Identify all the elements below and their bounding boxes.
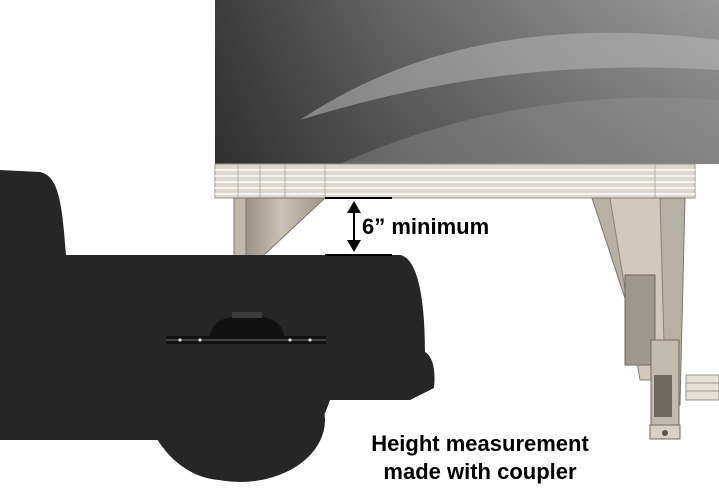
fifth-wheel-hitch (166, 312, 326, 344)
rear-wheel (155, 358, 325, 482)
diagram-caption: Height measurement made with coupler (330, 430, 630, 486)
frame-rail (214, 163, 696, 199)
trailer (214, 0, 719, 440)
trailer-swoosh (300, 32, 719, 120)
height-measurement (325, 197, 392, 256)
minimum-height-label: 6” minimum (362, 214, 490, 239)
landing-gear (591, 197, 719, 440)
caption-line-2: made with coupler (383, 459, 577, 484)
caption-line-1: Height measurement (371, 431, 589, 456)
